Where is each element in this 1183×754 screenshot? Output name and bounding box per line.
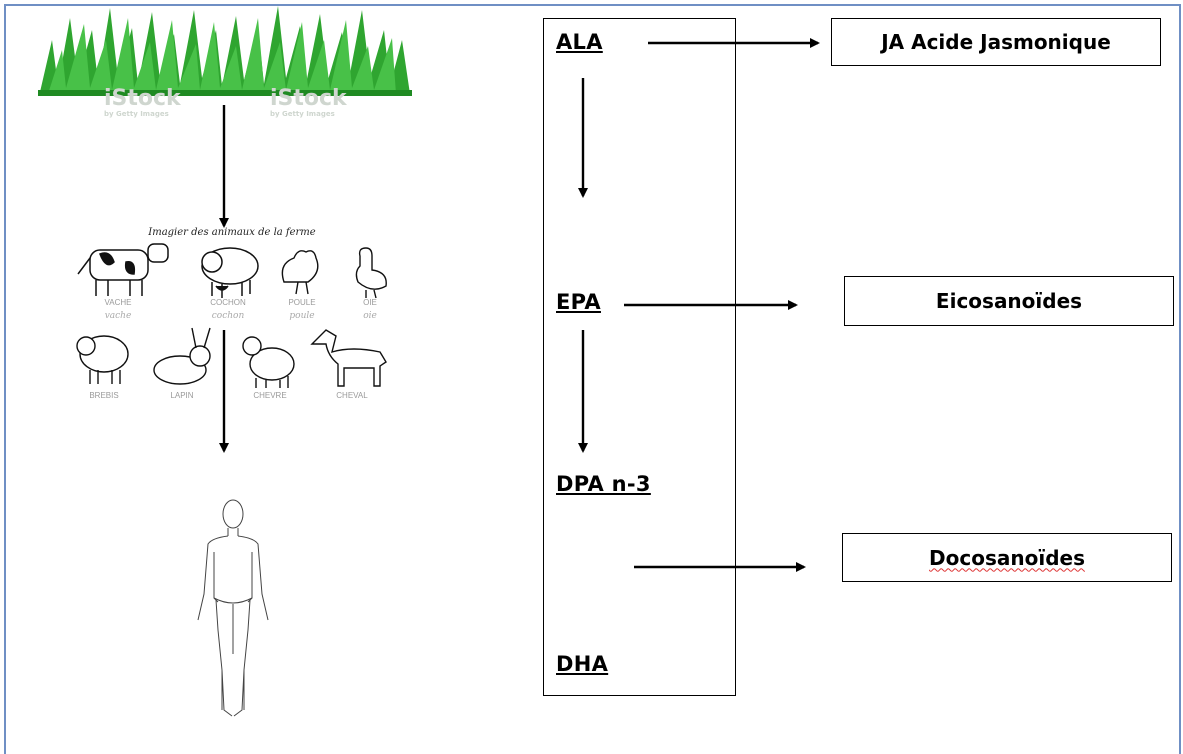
grass-watermark-2: iStock xyxy=(270,86,348,111)
goat-drawing xyxy=(242,336,295,388)
animal-label-poule: POULE xyxy=(288,298,315,307)
output-box-docosanoids: Docosanoïdes xyxy=(842,533,1172,582)
animal-label-cheval: CHEVAL xyxy=(336,391,368,400)
sheep-drawing xyxy=(76,335,129,384)
output-box-jasmonic-acid: JA Acide Jasmonique xyxy=(831,18,1161,66)
horse-drawing xyxy=(310,329,387,387)
animal-label-lapin: LAPIN xyxy=(170,391,193,400)
grass-watermark-sub-1: by Getty Images xyxy=(104,110,169,118)
animal-script-vache: vache xyxy=(105,311,132,321)
hen-drawing xyxy=(281,250,319,295)
output-label-docosanoids: Docosanoïdes xyxy=(929,545,1085,570)
animal-label-chevre: CHEVRE xyxy=(253,391,286,400)
animal-label-oie: OIE xyxy=(363,298,377,307)
output-label-eicosanoids: Eicosanoïdes xyxy=(935,289,1083,313)
animal-script-poule: poule xyxy=(289,311,314,321)
pig-drawing xyxy=(201,247,259,298)
term-ala: ALA xyxy=(556,30,603,54)
cow-drawing xyxy=(77,243,169,296)
output-box-eicosanoids: Eicosanoïdes xyxy=(844,276,1174,326)
rabbit-drawing xyxy=(153,327,211,385)
animal-script-cochon: cochon xyxy=(212,311,245,321)
animal-script-oie: oie xyxy=(363,311,377,321)
term-epa: EPA xyxy=(556,290,601,314)
animal-label-vache: VACHE xyxy=(105,298,132,307)
term-dha: DHA xyxy=(556,652,609,676)
output-label-jasmonic-acid: JA Acide Jasmonique xyxy=(881,30,1111,54)
farm-sheet-title: Imagier des animaux de la ferme xyxy=(147,227,316,238)
farm-animals-image: Imagier des animaux de la ferme VACHE xyxy=(76,227,387,400)
human-figure-image xyxy=(197,499,269,717)
grass-watermark-1: iStock xyxy=(104,86,182,111)
goose-drawing xyxy=(355,247,387,299)
animal-label-cochon: COCHON xyxy=(210,298,246,307)
term-dpa-n3: DPA n-3 xyxy=(556,472,651,496)
grass-image: iStock iStock by Getty Images by Getty I… xyxy=(38,6,412,118)
grass-watermark-sub-2: by Getty Images xyxy=(270,110,335,118)
diagram-frame xyxy=(4,4,1181,754)
fatty-acid-chain-box xyxy=(543,18,736,696)
animal-label-brebis: BREBIS xyxy=(89,391,118,400)
